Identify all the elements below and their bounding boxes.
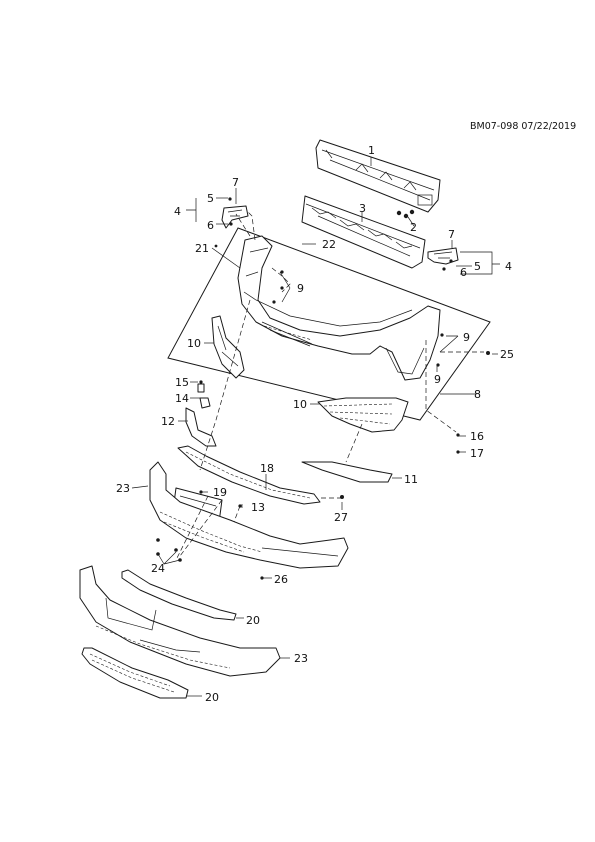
callout-14: 14 xyxy=(175,392,189,405)
leader-lines xyxy=(131,157,500,697)
part-12-bracket xyxy=(185,407,217,447)
callout-16: 16 xyxy=(470,430,484,443)
callout-11: 11 xyxy=(404,473,418,486)
callout-labels: 1 2 3 4 5 6 7 7 5 4 6 21 22 9 9 9 10 10 … xyxy=(116,144,514,704)
callout-22: 22 xyxy=(322,238,336,251)
lower-bumper-fascia xyxy=(149,461,349,569)
callout-26: 26 xyxy=(274,573,288,586)
callout-21: 21 xyxy=(195,242,209,255)
lower-fascia-valance xyxy=(79,565,281,677)
callout-6-left: 6 xyxy=(207,219,214,232)
callout-9-c: 9 xyxy=(434,373,441,386)
callout-2: 2 xyxy=(410,221,417,234)
part-2-fasteners xyxy=(396,209,415,219)
callout-18: 18 xyxy=(260,462,274,475)
part-20-upper-trim xyxy=(121,569,237,621)
part-1-impact-bar xyxy=(315,139,441,213)
callout-3: 3 xyxy=(359,202,366,215)
callout-9-b: 9 xyxy=(463,331,470,344)
callout-4-right: 4 xyxy=(505,260,512,273)
callout-10-b: 10 xyxy=(293,398,307,411)
callout-17: 17 xyxy=(470,447,484,460)
callout-9-a: 9 xyxy=(297,282,304,295)
callout-5-left: 5 xyxy=(207,192,214,205)
left-bracket-assembly xyxy=(221,205,249,229)
assembly-lines xyxy=(175,211,484,561)
right-bracket-assembly xyxy=(427,247,459,265)
part-10-left-bracket xyxy=(211,315,245,379)
callout-5-right: 5 xyxy=(474,260,481,273)
callout-7-right: 7 xyxy=(448,228,455,241)
part-10-lower-grille-insert xyxy=(317,397,409,433)
callout-23-a: 23 xyxy=(116,482,130,495)
callout-19: 19 xyxy=(213,486,227,499)
callout-4-left: 4 xyxy=(174,205,181,218)
part-3-energy-absorber xyxy=(301,195,426,269)
callout-1: 1 xyxy=(368,144,375,157)
part-8-assembly-frame xyxy=(167,227,491,421)
callout-8: 8 xyxy=(474,388,481,401)
callout-12: 12 xyxy=(161,415,175,428)
callout-13: 13 xyxy=(251,501,265,514)
callout-15: 15 xyxy=(175,376,189,389)
callout-10-a: 10 xyxy=(187,337,201,350)
callout-24: 24 xyxy=(151,562,165,575)
callout-20-a: 20 xyxy=(246,614,260,627)
callout-23-b: 23 xyxy=(294,652,308,665)
callout-7-left: 7 xyxy=(232,176,239,189)
callout-6-right: 6 xyxy=(460,266,467,279)
upper-bumper-fascia xyxy=(237,235,441,381)
diagram-reference-code: BM07-098 07/22/2019 xyxy=(470,121,577,132)
callout-25: 25 xyxy=(500,348,514,361)
part-11-trim-strip xyxy=(301,461,393,483)
part-20-lower-grille xyxy=(81,647,189,699)
part-18-air-deflector xyxy=(177,445,321,505)
callout-27: 27 xyxy=(334,511,348,524)
callout-20-b: 20 xyxy=(205,691,219,704)
part-14-15-clips xyxy=(197,383,211,409)
